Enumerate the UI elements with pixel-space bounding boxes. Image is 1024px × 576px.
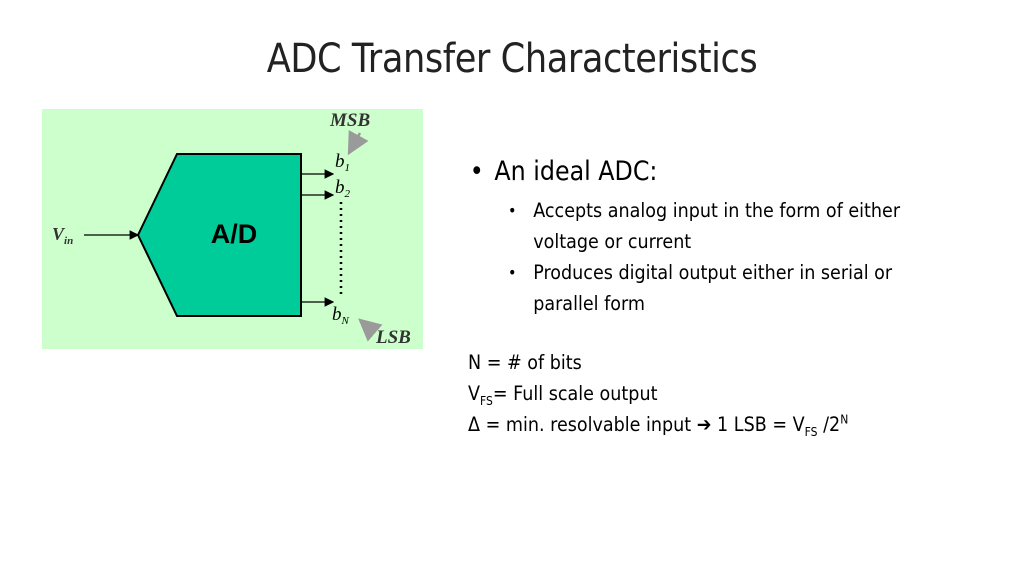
sub-bullet-item: • Produces digital output either in seri… xyxy=(508,257,956,319)
lsb-pointer-arrow xyxy=(358,318,383,342)
msb-label: MSB xyxy=(329,110,370,131)
main-bullet-text: An ideal ADC: xyxy=(494,156,658,187)
adc-block-diagram: Vin A/D b1 b2 bN MSB LSB xyxy=(42,109,423,349)
sub-bullet-text: Accepts analog input in the form of eith… xyxy=(533,199,901,253)
slide-title: ADC Transfer Characteristics xyxy=(266,36,758,82)
def-n-line: N = # of bits xyxy=(468,351,582,374)
adc-diagram-svg: Vin A/D b1 b2 bN MSB LSB xyxy=(52,110,411,348)
bullet-dot: • xyxy=(508,263,517,282)
main-bullet: • An ideal ADC: xyxy=(468,155,926,189)
adc-block xyxy=(136,153,302,317)
slide-content: • An ideal ADC: • Accepts analog input i… xyxy=(468,155,988,440)
msb-pointer-arrow xyxy=(347,130,369,156)
bit-bn-label: bN xyxy=(332,304,350,327)
sub-bullet-text: Produces digital output either in serial… xyxy=(533,261,893,315)
right-arrow-icon: ➔ xyxy=(696,413,712,436)
bullet-dot: • xyxy=(508,201,517,220)
def-vfs-line: VFS= Full scale output xyxy=(468,382,658,408)
bit-b2-label: b2 xyxy=(335,177,351,200)
adc-block-label: A/D xyxy=(211,219,258,249)
bullet-dot: • xyxy=(469,156,484,187)
sub-bullet-list: • Accepts analog input in the form of ei… xyxy=(468,195,988,319)
bit-b1-label: b1 xyxy=(335,151,350,174)
def-delta-line: Δ = min. resolvable input ➔ 1 LSB = VFS … xyxy=(468,412,849,439)
definitions: N = # of bits VFS= Full scale output Δ =… xyxy=(468,347,936,440)
lsb-label: LSB xyxy=(375,327,411,348)
input-label: Vin xyxy=(52,224,73,247)
sub-bullet-item: • Accepts analog input in the form of ei… xyxy=(508,195,956,257)
